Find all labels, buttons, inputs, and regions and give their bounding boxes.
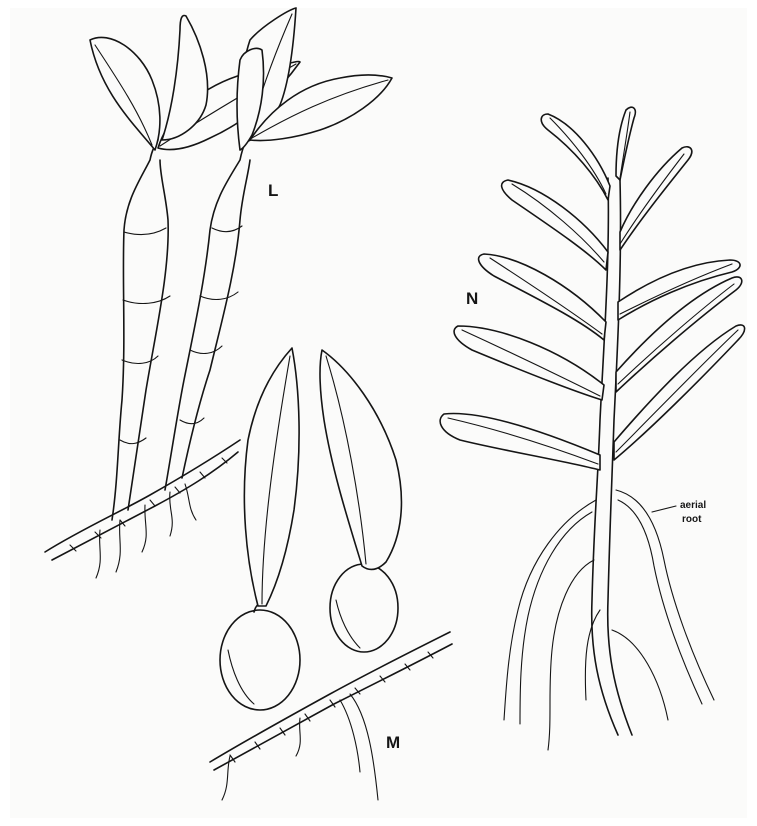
plant-L-root-4	[170, 492, 173, 536]
aerial-root-pointer	[652, 506, 676, 512]
label-N: N	[466, 289, 478, 308]
plant-M: M	[210, 348, 452, 800]
plant-L-pseudobulb-left-bands	[120, 228, 170, 444]
label-L: L	[268, 181, 278, 200]
plant-N-root-4	[612, 630, 668, 720]
plant-N-leaf-right-4	[620, 147, 692, 250]
plant-L-pseudobulb-left-inner	[128, 160, 168, 510]
label-M: M	[386, 733, 400, 752]
label-root: root	[682, 514, 702, 525]
plant-M-pseudobulb-left	[220, 610, 300, 710]
plant-L-root-2	[116, 520, 120, 572]
plant-N-leaf-left-5	[541, 114, 610, 200]
plant-L-pseudobulb-right-bands	[180, 226, 242, 424]
plant-L-rhizome	[45, 440, 240, 552]
plant-L-rhizome-scales	[70, 458, 227, 551]
plant-M-pseudobulb-right	[330, 564, 398, 652]
plant-N-root-3	[585, 610, 600, 700]
plant-N-leaf-left-3	[479, 254, 606, 340]
plant-N: aerial root N	[440, 107, 744, 750]
plant-N-stem-right	[608, 180, 632, 735]
plant-M-root-3	[340, 700, 360, 772]
plant-N-root-1b	[520, 512, 592, 724]
plant-M-leaf-right	[320, 350, 401, 569]
plant-M-root-4	[350, 694, 378, 800]
plant-N-leaf-left-4	[502, 180, 608, 270]
plant-L-pseudobulb-right-outer	[165, 140, 246, 490]
label-aerial: aerial	[680, 500, 706, 511]
plant-L-root-5	[185, 484, 196, 520]
plant-N-leaf-right-1	[614, 325, 745, 460]
plant-N-root-2	[548, 560, 594, 750]
plant-N-root-5b	[618, 500, 702, 704]
